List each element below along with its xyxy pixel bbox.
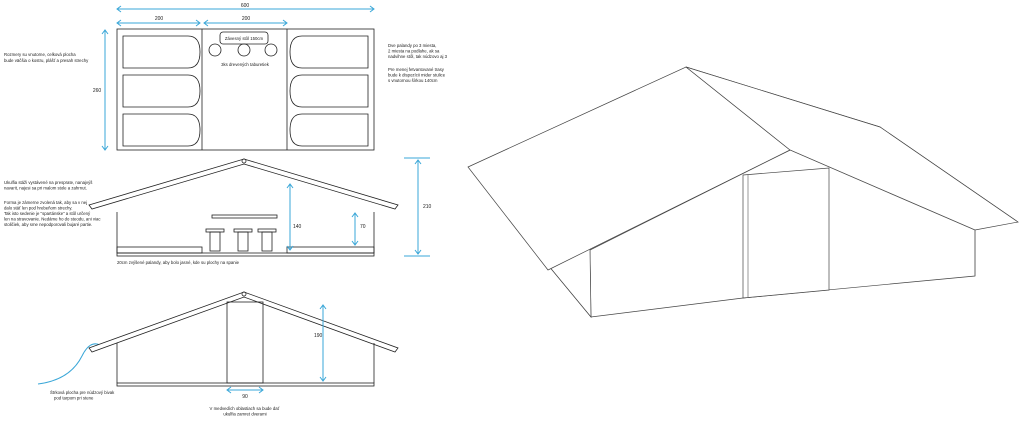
plan-note-right-2: Pre menej fetvantované trasy bude k disp… [388, 67, 446, 83]
roof-eave-line [789, 149, 976, 231]
dim-label-door-width: 90 [242, 394, 248, 400]
elevation-roof [88, 291, 399, 353]
stools-label: 3ks drevených taburetiek [221, 62, 270, 67]
dim-label-inner-height: 140 [293, 224, 302, 230]
dim-arrow [351, 240, 359, 246]
sleeping-mat-right-2 [289, 74, 369, 108]
sleeping-mat-right-3 [289, 113, 369, 147]
dim-arrow [286, 183, 294, 189]
stool-1 [208, 43, 222, 57]
hanging-table-label: Závesný stôl 150cm [225, 36, 264, 41]
dim-arrow [369, 5, 375, 13]
dim-label-total-width: 600 [241, 3, 250, 9]
section-stool-3-leg [261, 231, 273, 252]
stool-3 [264, 43, 278, 57]
sleeping-mat-left-1 [122, 35, 201, 69]
floor-plan: 600 200 200 260 Závesný stôl 150cm 3ks [4, 3, 448, 151]
section-stool-1-leg [209, 231, 221, 252]
front-elevation: 190 90 Štrková plocha pre núdzový bivak … [37, 291, 399, 417]
section-bunk-left [116, 246, 203, 254]
section-bunk-right [286, 246, 375, 254]
plan-note-left: Rozmery su vnutorne, celková plocha bude… [4, 52, 89, 63]
dim-arrow [226, 386, 232, 394]
section-stool-2-top [233, 228, 253, 233]
plan-note-right-1: Dve palandy po 3 miesta, 2 miesta na pod… [388, 43, 448, 59]
dim-label-plan-height: 260 [93, 88, 102, 94]
dim-arrow [414, 159, 422, 165]
sleeping-mat-right-1 [289, 35, 369, 69]
section-ridge [241, 158, 247, 164]
section-note-bottom: 20cm zvýšené palandy, aby bolo jasné, kd… [117, 260, 240, 265]
dim-arrow [319, 376, 327, 382]
dim-arrow [319, 304, 327, 310]
dim-arrow [282, 19, 288, 27]
elevation-ridge [241, 291, 247, 297]
perspective-view [467, 66, 1019, 318]
sleeping-mat-left-3 [122, 113, 201, 147]
dim-arrow [101, 29, 109, 35]
stool-2 [237, 43, 251, 57]
dim-arrow [351, 212, 359, 218]
dim-arrow [116, 19, 122, 27]
section-stool-2-leg [237, 231, 249, 252]
dim-arrow [258, 386, 264, 394]
section-note-left-2: Forma je zámerne zvolená tak, aby sa v n… [4, 200, 102, 227]
section-roof [88, 158, 399, 210]
section-table [211, 214, 278, 219]
cross-section: 140 70 210 Ukulfia stáži vystávené na pr… [4, 157, 432, 265]
dim-arrow [414, 249, 422, 255]
gravel-slope-line [37, 343, 101, 385]
elevation-floor [116, 382, 375, 387]
plan-outline [116, 28, 375, 151]
dim-arrow [286, 245, 294, 251]
elevation-note-bottom: V medvedích oblastiach sa bude dať ukulf… [210, 406, 281, 417]
sleeping-mat-left-2 [122, 74, 201, 108]
section-stool-1-top [205, 228, 225, 233]
dim-label-door-height: 190 [314, 333, 323, 339]
roof-right-plane [685, 66, 1019, 231]
dim-arrow [203, 19, 209, 27]
dim-label-ridge-height: 210 [423, 204, 432, 210]
dim-label-bench-height: 70 [360, 224, 366, 230]
elevation-door [226, 301, 264, 384]
elevation-note-left: Štrková plocha pre núdzový bivak pod tar… [50, 390, 115, 401]
dim-arrow [195, 19, 201, 27]
dim-label-left-width: 200 [155, 16, 164, 22]
section-stool-3-top [257, 228, 277, 233]
section-note-left-1: Ukulfia stáži vystávené na presprate, na… [4, 180, 94, 191]
dim-arrow [101, 145, 109, 151]
dim-arrow [116, 5, 122, 13]
dim-label-middle-width: 200 [242, 16, 251, 22]
section-floor [116, 252, 375, 257]
perspective-door [742, 167, 830, 299]
